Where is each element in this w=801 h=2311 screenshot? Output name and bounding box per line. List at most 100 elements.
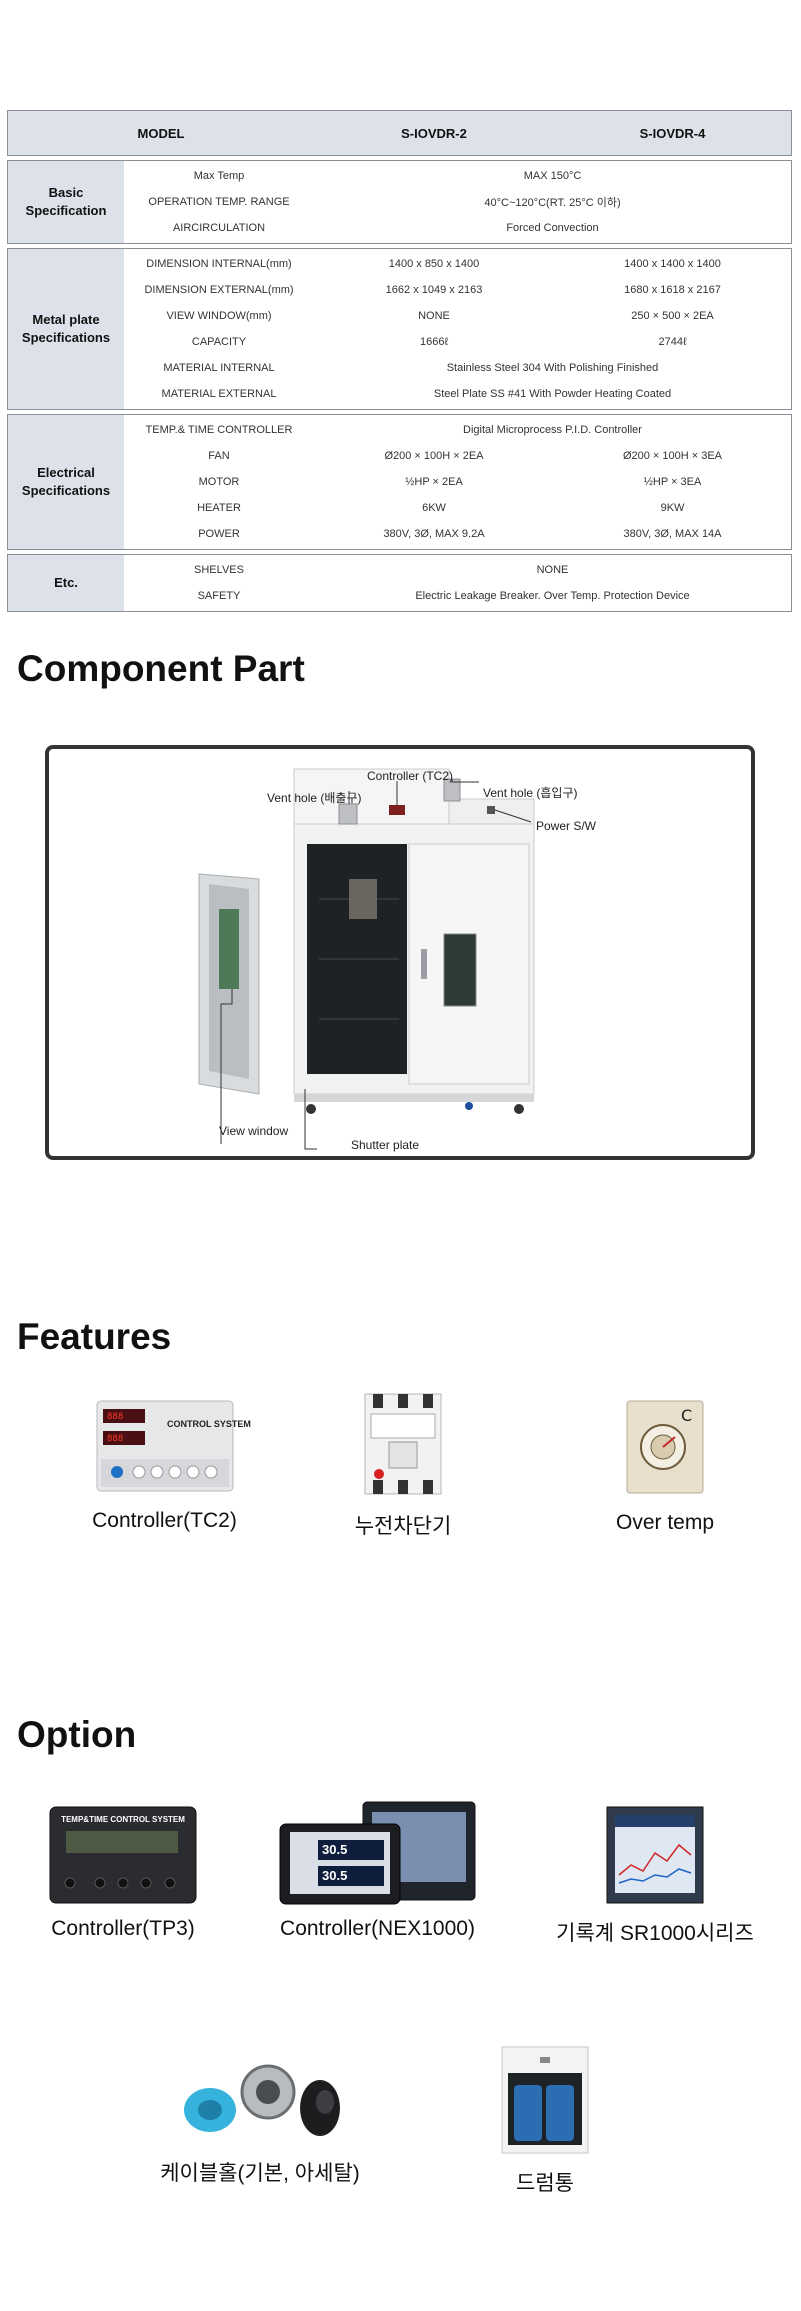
cable-hole-icon (184, 2064, 340, 2136)
spec-row-label: OPERATION TEMP. RANGE (148, 196, 290, 208)
spec-row-label: CAPACITY (191, 336, 247, 348)
spec-row-label: POWER (198, 528, 240, 540)
spec-row-label: MATERIAL INTERNAL (163, 362, 275, 374)
spec-row-value-model-4: 1680 x 1618 x 2167 (624, 284, 721, 296)
header-model: MODEL (137, 125, 185, 141)
over-temp-dial-icon: C (626, 1400, 704, 1494)
option-caption: 기록계 SR1000시리즈 (556, 1922, 754, 1945)
spec-row: OPERATION TEMP. RANGE 40°C~120°C(RT. 25°C… (124, 189, 791, 215)
spec-row-value-model-4: 2744ℓ (658, 336, 687, 348)
spec-row-value-model-2: 1662 x 1049 x 2163 (385, 284, 483, 296)
recorder-icon (606, 1806, 704, 1904)
spec-row-label: MATERIAL EXTERNAL (161, 388, 277, 400)
option-caption: 드럼통 (516, 2172, 574, 2195)
spec-row-value-model-2: 380V, 3Ø, MAX 9.2A (383, 528, 485, 540)
spec-row: AIRCIRCULATION Forced Convection (124, 215, 791, 241)
spec-row-value-model-2: ½HP × 2EA (405, 476, 463, 488)
breaker-icon (364, 1393, 442, 1495)
spec-table-header: MODEL S-IOVDR-2 S-IOVDR-4 (7, 110, 792, 156)
spec-row-label: DIMENSION EXTERNAL(mm) (144, 284, 294, 296)
spec-row-value-model-4: Ø200 × 100H × 3EA (622, 450, 723, 462)
spec-row-value-model-2: 1666ℓ (419, 336, 449, 348)
spec-row-value-model-4: 250 × 500 × 2EA (631, 310, 714, 322)
nex1000-controller-icon (279, 1801, 475, 1905)
spec-row-label: TEMP.& TIME CONTROLLER (145, 424, 293, 436)
header-col1: S-IOVDR-2 (401, 125, 467, 141)
spec-group-rows: SHELVES NONE SAFETY Electric Leakage Breake… (124, 555, 791, 611)
spec-row-label: SHELVES (194, 564, 244, 576)
nex-readout-2: 30.5 (322, 1868, 348, 1883)
spec-row: MATERIAL EXTERNAL Steel Plate SS #41 With… (124, 381, 791, 407)
spec-row-value: 40°C~120°C(RT. 25°C 이하) (484, 197, 621, 209)
spec-row: DIMENSION EXTERNAL(mm) 1662 x 1049 x 2163… (124, 277, 791, 303)
tp3-panel-text: TEMP&TIME CONTROL SYSTEM (61, 1815, 185, 1824)
spec-row: FAN Ø200 × 100H × 2EA Ø200 × 100H × 3EA (124, 443, 791, 469)
callout-vent-out: Vent hole (배출구) (267, 791, 362, 805)
spec-row-value-model-2: 6KW (422, 502, 446, 514)
spec-row-value-model-4: 1400 x 1400 x 1400 (624, 258, 721, 270)
svg-text:888: 888 (107, 1434, 123, 1444)
spec-row-label: DIMENSION INTERNAL(mm) (146, 258, 292, 270)
spec-row: POWER 380V, 3Ø, MAX 9.2A 380V, 3Ø, MAX 14A (124, 521, 791, 547)
spec-row: TEMP.& TIME CONTROLLER Digital Microproce… (124, 417, 791, 443)
option-drum: 드럼통 (485, 2045, 605, 2197)
spec-row-value-model-4: 380V, 3Ø, MAX 14A (623, 528, 722, 540)
callout-view-window: View window (219, 1124, 289, 1138)
feature-caption: Controller(TC2) (92, 1509, 237, 1532)
spec-group-name: Basic Specification (8, 161, 124, 243)
option-caption: Controller(TP3) (51, 1917, 195, 1940)
spec-row-value: NONE (536, 564, 569, 576)
spec-row-label: HEATER (197, 502, 241, 514)
svg-text:C: C (681, 1406, 692, 1425)
callout-controller: Controller (TC2) (367, 769, 454, 783)
component-part-title: Component Part (17, 648, 305, 689)
spec-row-value-model-2: NONE (418, 310, 450, 322)
callout-shutter: Shutter plate (351, 1138, 420, 1152)
oven-illustration (198, 768, 535, 1150)
feature-leakage-breaker: 누전차단기 (318, 1390, 488, 1540)
option-cable-hole: 케이블홀(기본, 아세탈) (140, 2050, 380, 2187)
spec-row-label: MOTOR (198, 476, 240, 488)
callout-power: Power S/W (536, 819, 597, 833)
spec-group-name: Electrical Specifications (8, 415, 124, 549)
header-col2: S-IOVDR-4 (639, 125, 706, 141)
spec-row-value-model-4: 9KW (660, 502, 685, 514)
drum-oven-icon (501, 2046, 589, 2154)
feature-controller-tc2: 888 888 CONTROL SYSTEM Controller(TC2) (52, 1397, 277, 1533)
spec-row-label: Max Temp (193, 170, 245, 182)
feature-over-temp: C Over temp (570, 1395, 760, 1535)
feature-caption: Over temp (615, 1511, 715, 1534)
spec-row-value: Electric Leakage Breaker. Over Temp. Pro… (415, 590, 690, 602)
tp3-controller-icon (49, 1806, 197, 1904)
spec-row-value: Digital Microprocess P.I.D. Controller (463, 424, 642, 436)
feature-panel-text: CONTROL SYSTEM (167, 1419, 251, 1429)
option-caption: 케이블홀(기본, 아세탈) (160, 2162, 360, 2185)
spec-group: Etc. SHELVES NONE SAFETY Electric Leakage Br… (7, 554, 792, 612)
spec-row: CAPACITY 1666ℓ 2744ℓ (124, 329, 791, 355)
spec-row-value: Steel Plate SS #41 With Powder Heating C… (433, 388, 672, 400)
spec-row-value-model-2: Ø200 × 100H × 2EA (384, 450, 484, 462)
spec-table: MODEL S-IOVDR-2 S-IOVDR-4 Basic Specific… (7, 110, 792, 616)
spec-row-label: FAN (208, 450, 230, 462)
spec-row-value: Forced Convection (506, 222, 599, 234)
option-recorder-sr1000: 기록계 SR1000시리즈 (540, 1805, 770, 1947)
spec-row: SAFETY Electric Leakage Breaker. Over Tem… (124, 583, 791, 609)
spec-row-label: AIRCIRCULATION (172, 222, 266, 234)
spec-group-rows: TEMP.& TIME CONTROLLER Digital Microproce… (124, 415, 791, 549)
controller-panel-icon: 888 888 (96, 1400, 233, 1492)
option-controller-tp3: TEMP&TIME CONTROL SYSTEM Controller(TP3) (38, 1805, 208, 1941)
option-title: Option (17, 1714, 137, 1755)
spec-group-name: Etc. (8, 555, 124, 611)
spec-row-label: SAFETY (197, 590, 241, 602)
nex-readout-1: 30.5 (322, 1842, 348, 1857)
